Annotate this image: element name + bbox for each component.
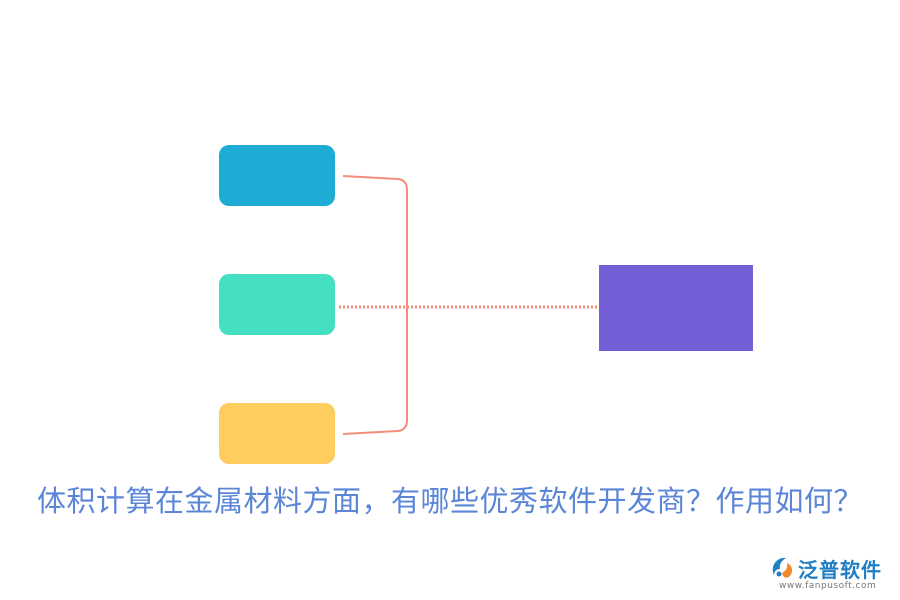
brand-logo[interactable]: 泛普软件 www.fanpusoft.com [768,553,894,599]
page-title: 体积计算在金属材料方面，有哪些优秀软件开发商？作用如何？ [36,484,863,518]
box-middle [219,274,335,335]
bracket-connector [342,175,408,435]
logo-url: www.fanpusoft.com [779,581,877,591]
logo-name: 泛普软件 [798,558,882,582]
brand-mark-icon [772,557,793,578]
box-top [219,145,335,206]
box-target [599,265,753,351]
box-bottom [219,403,335,464]
